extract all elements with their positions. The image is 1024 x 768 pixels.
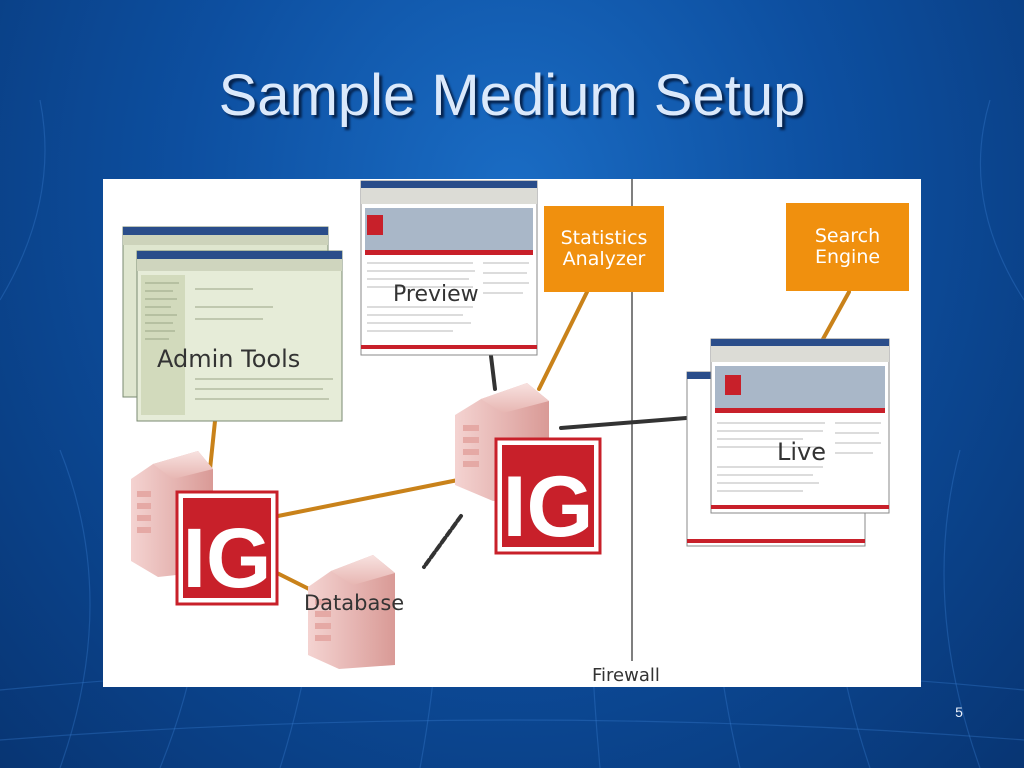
label-admin-tools: Admin Tools [157, 345, 301, 373]
admin-tools-screenshots [122, 226, 343, 422]
statistics-analyzer-line2: Analyzer [562, 248, 646, 270]
statistics-analyzer-box: Statistics Analyzer [544, 206, 664, 292]
label-database: Database [304, 591, 405, 615]
ig-logo-center: IG [494, 437, 602, 555]
statistics-analyzer-line1: Statistics [560, 227, 648, 249]
search-engine-line2: Engine [814, 246, 881, 268]
slide-title: Sample Medium Setup [218, 63, 806, 128]
connector-center-to-live [559, 414, 713, 430]
search-engine-line1: Search [814, 225, 881, 247]
connector-stats-to-center [537, 290, 589, 391]
connector-search-to-live [821, 290, 851, 341]
label-live: Live [777, 438, 827, 466]
connector-left-to-center-server [271, 477, 465, 519]
network-diagram: IG IG Admin Tools Preview Statistics Ana… [103, 179, 921, 687]
connector-preview-to-center [489, 354, 497, 391]
database-server-icon [308, 555, 395, 669]
svg-text:IG: IG [183, 511, 272, 605]
live-screenshots [686, 338, 890, 547]
preview-screenshot [360, 180, 538, 356]
label-preview: Preview [393, 282, 479, 307]
label-firewall: Firewall [592, 665, 660, 686]
svg-text:IG: IG [503, 459, 594, 555]
search-engine-box: Search Engine [786, 203, 909, 291]
connector-center-to-database [422, 514, 463, 569]
diagram-graphics: IG IG [122, 179, 890, 669]
ig-logo-left: IG [175, 490, 279, 606]
page-number: 5 [955, 704, 963, 720]
